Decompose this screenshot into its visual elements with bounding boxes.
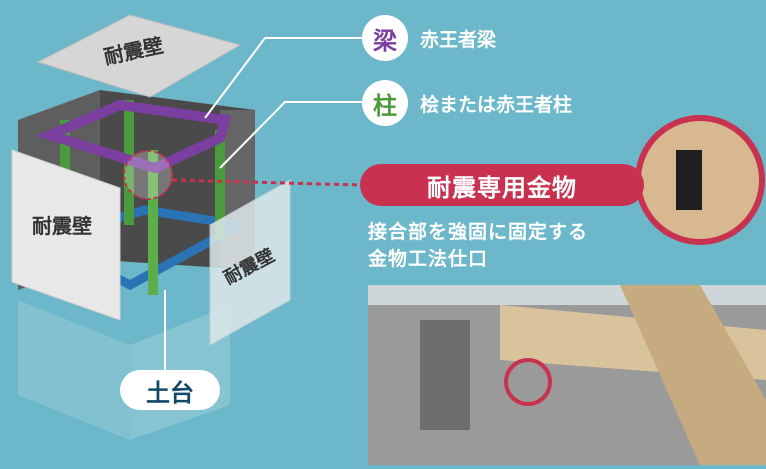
hardware-desc-line1: 接合部を強固に固定する xyxy=(368,221,589,243)
right-wall-panel xyxy=(209,179,291,346)
legend-beam: 梁 赤王者梁 xyxy=(362,15,496,61)
hardware-leader-line xyxy=(171,178,361,187)
column-badge: 柱 xyxy=(362,80,408,126)
left-wall-label: 耐震壁 xyxy=(32,214,92,238)
photo-post xyxy=(620,285,766,465)
photo-worker xyxy=(420,320,470,430)
column-text: 桧または赤王者柱 xyxy=(420,93,573,116)
beam-leader-line xyxy=(204,37,380,119)
column-front xyxy=(148,150,158,295)
column-leader-line xyxy=(219,101,380,169)
hardware-desc-line2: 金物工法仕口 xyxy=(368,248,489,270)
top-wall-panel xyxy=(36,14,242,98)
hardware-bracket-image xyxy=(676,150,702,210)
left-wall-panel xyxy=(11,149,121,321)
photo-highlight xyxy=(504,358,552,406)
beam-frame xyxy=(35,99,232,174)
beam-badge: 梁 xyxy=(362,15,408,61)
reflection-left xyxy=(18,300,130,440)
hardware-label: 耐震専用金物 xyxy=(360,164,644,206)
joint-highlight xyxy=(123,150,173,200)
sill-label: 土台 xyxy=(120,370,220,410)
beam-text: 赤王者梁 xyxy=(420,28,497,51)
legend-column: 柱 桧または赤王者柱 xyxy=(362,80,572,126)
column-right xyxy=(215,130,225,240)
